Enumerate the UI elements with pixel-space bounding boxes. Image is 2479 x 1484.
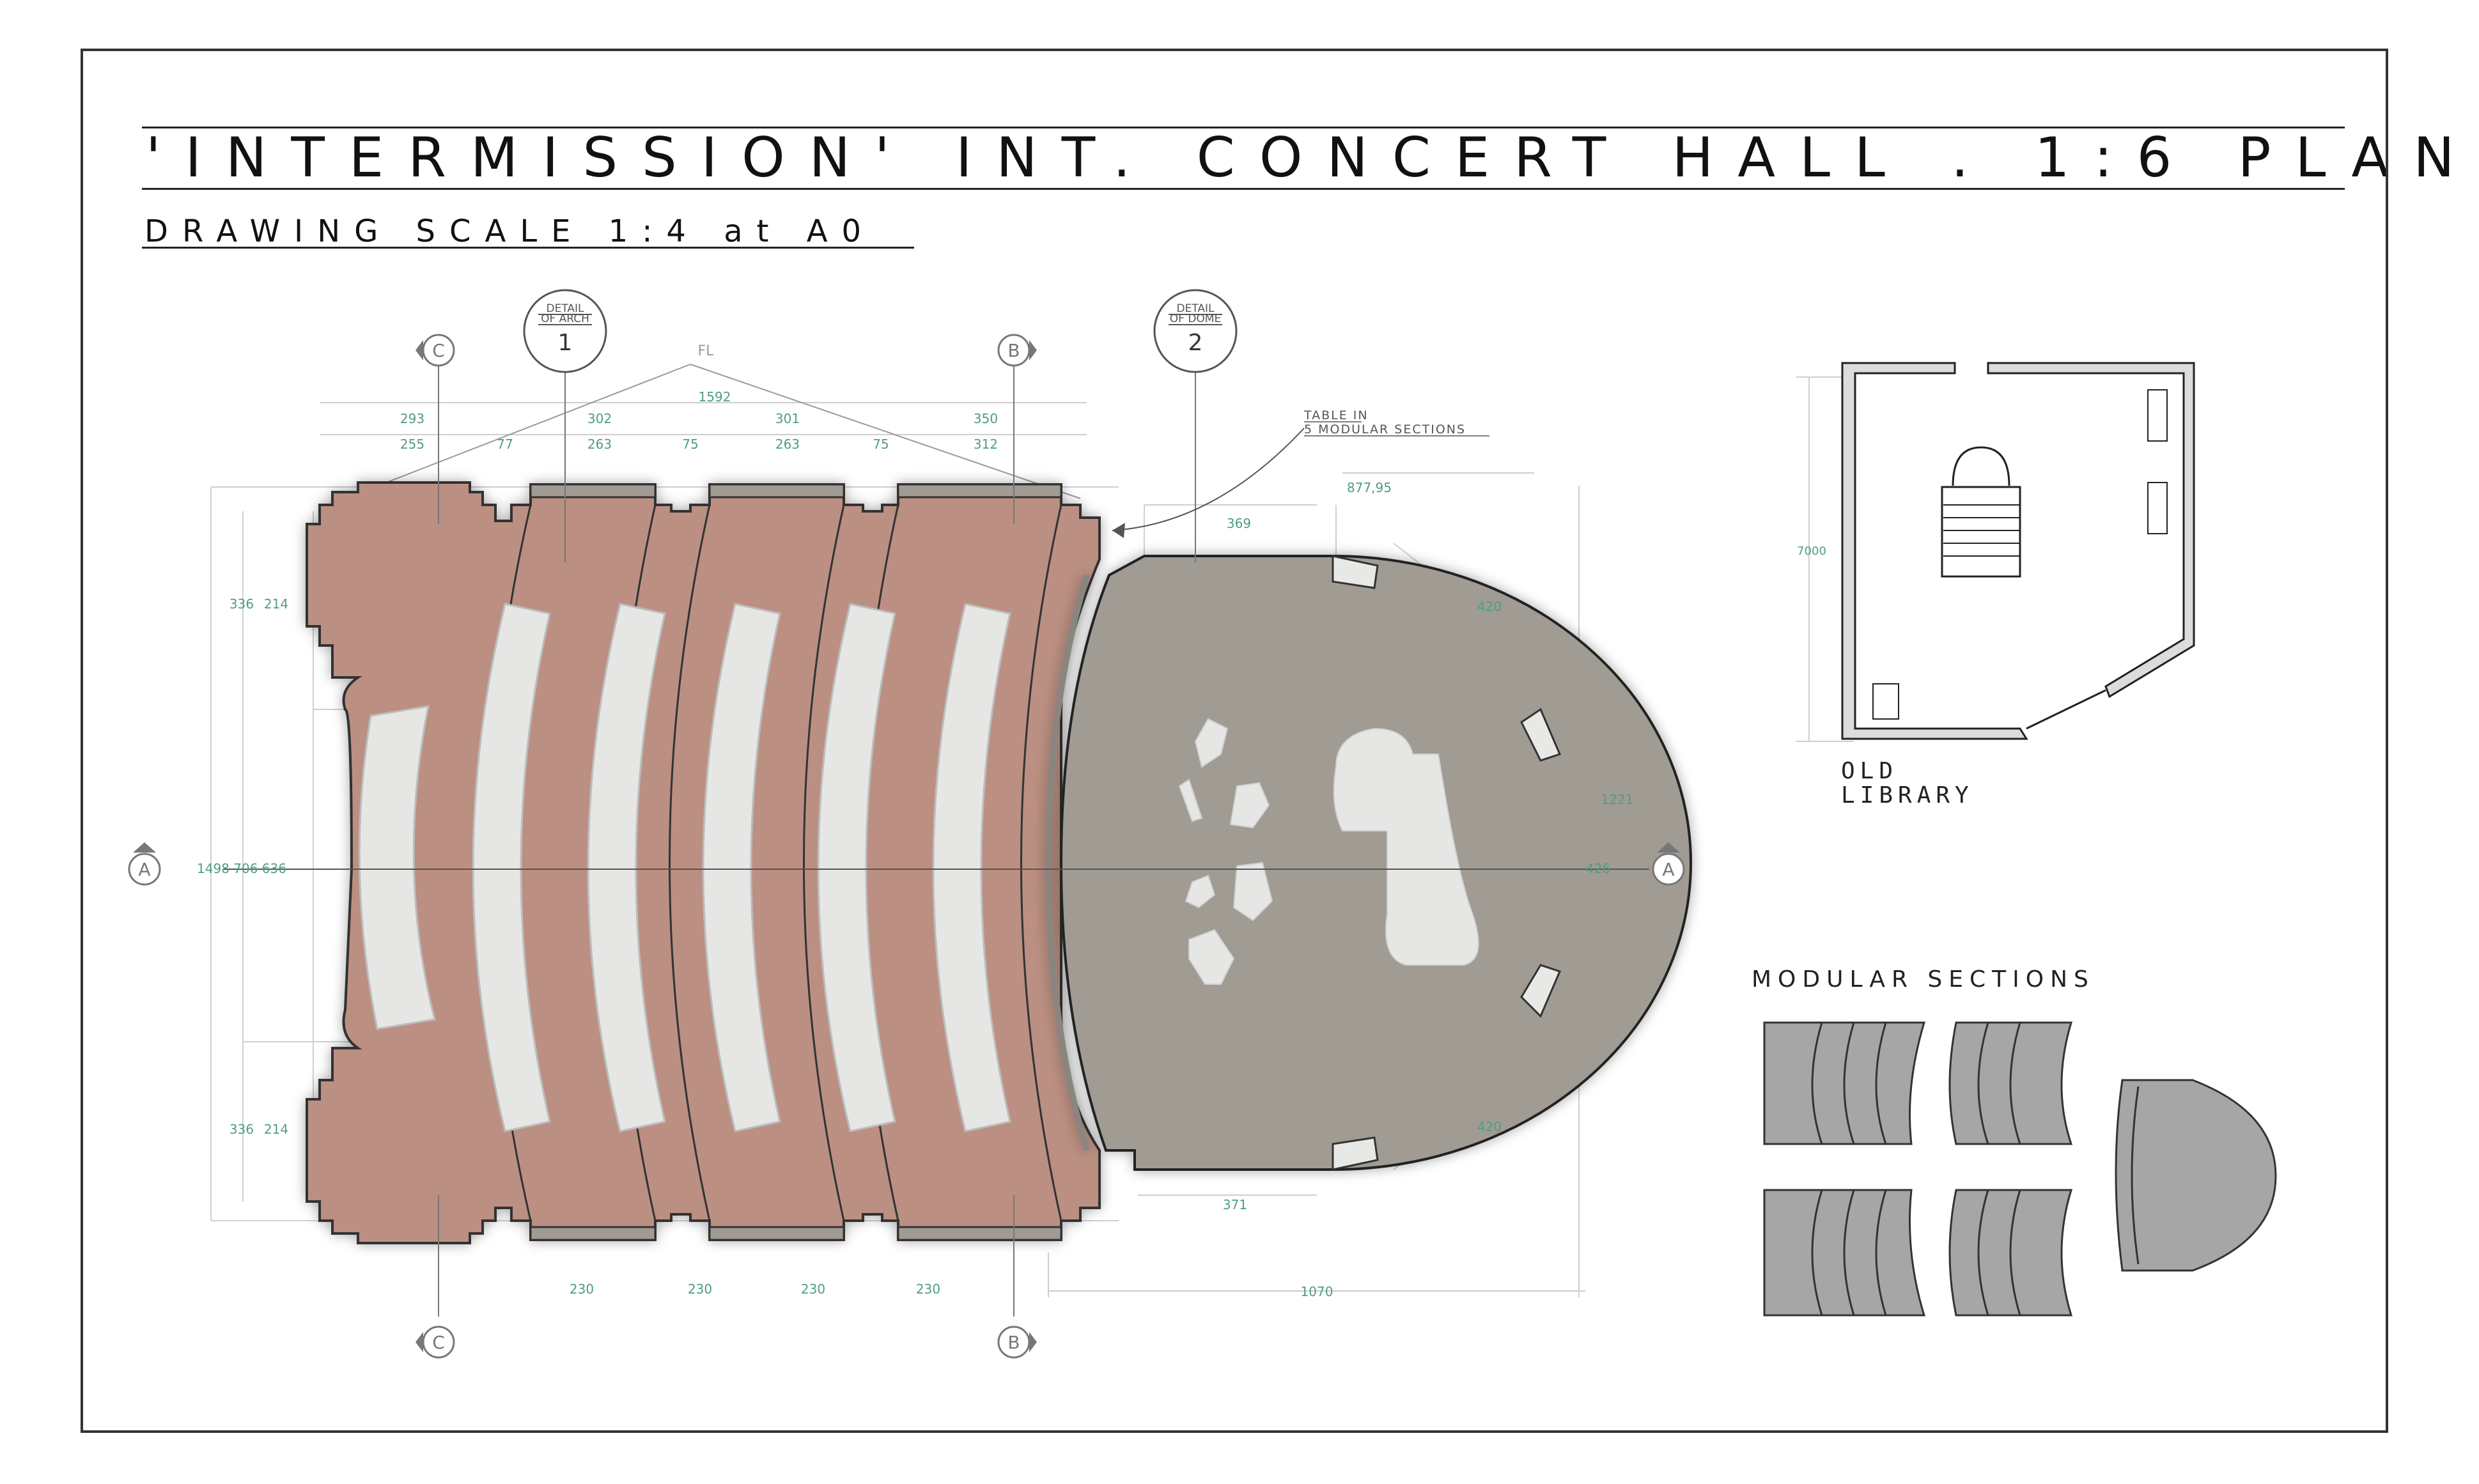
chair-cluster-2 <box>1178 778 1203 823</box>
detail-dome-line2: OF DOME <box>1170 313 1221 325</box>
dim-dome-right-a: 420 <box>1477 599 1502 614</box>
dim-dome-bottom-b: 1070 <box>1301 1284 1333 1299</box>
detail-marker-arch[interactable]: DETAIL OF ARCH 1 <box>523 289 607 373</box>
table-note-line2: 5 MODULAR SECTIONS <box>1304 422 1466 437</box>
dim-bottom-a: 230 <box>570 1281 594 1297</box>
dim-top1-e: 350 <box>974 411 998 426</box>
dim-left-mid: 1498 706 636 <box>197 861 286 876</box>
fl-label: FL <box>698 343 715 359</box>
chair-cluster-6 <box>1188 929 1235 985</box>
stage-furniture <box>1178 718 1479 985</box>
bench-3 <box>587 603 666 1132</box>
table-note-leader <box>1112 428 1305 531</box>
dimension-labels: 293 302 1592 301 350 255 77 263 75 263 7… <box>197 389 1826 1299</box>
dim-bottom-d: 230 <box>916 1281 940 1297</box>
modular-sections <box>1763 1021 2277 1317</box>
section-marker-c-top[interactable]: C <box>416 334 455 367</box>
dim-dome-right-b: 1221 <box>1601 792 1634 807</box>
bench-2 <box>472 603 551 1132</box>
bench-5 <box>817 603 896 1132</box>
old-library-plan <box>1841 362 2195 740</box>
section-marker-b-bottom[interactable]: B <box>997 1326 1037 1359</box>
detail-marker-dome[interactable]: DETAIL OF DOME 2 <box>1153 289 1238 373</box>
drawing-title: 'INTERMISSION' INT. CONCERT HALL . 1:6 P… <box>146 126 2479 190</box>
dim-top2-e: 263 <box>775 437 800 452</box>
dim-top1-a: 293 <box>400 411 424 426</box>
chair-cluster-3 <box>1229 782 1270 829</box>
dim-bottom-b: 230 <box>688 1281 712 1297</box>
dim-top1-b: 302 <box>587 411 612 426</box>
detail-arch-line1: DETAIL <box>546 302 584 315</box>
title-rule-top <box>142 127 2345 128</box>
modular-sections-label: MODULAR SECTIONS <box>1752 966 2095 993</box>
benches <box>358 603 1011 1132</box>
drawing-subtitle: DRAWING SCALE 1:4 at A0 <box>144 213 876 249</box>
section-marker-c-bottom[interactable]: C <box>416 1326 455 1359</box>
dome-niches <box>1332 555 1562 1171</box>
subtitle-rule <box>142 247 914 249</box>
bench-4 <box>702 603 781 1132</box>
modular-section-lines <box>1811 1022 2140 1316</box>
detail-arch-number: 1 <box>558 330 573 356</box>
dim-top2-g: 312 <box>974 437 998 452</box>
wall-niches <box>529 483 1062 1241</box>
dim-left-upper-b: 214 <box>264 596 288 612</box>
stage-floor-shape <box>1059 555 1692 1171</box>
section-c-label-top: C <box>432 340 445 361</box>
bench-6 <box>932 603 1011 1132</box>
chair-cluster-1 <box>1194 718 1229 768</box>
dim-bottom-c: 230 <box>801 1281 825 1297</box>
dim-top2-a: 255 <box>400 437 424 452</box>
bench-1 <box>358 705 436 1030</box>
dim-top2-c: 263 <box>587 437 612 452</box>
section-marker-b-top[interactable]: B <box>997 334 1037 367</box>
old-library-label: OLD LIBRARY <box>1841 758 1974 808</box>
title-rule-bottom <box>142 188 2345 190</box>
detail-arch-line2: OF ARCH <box>541 313 589 325</box>
section-c-label-bottom: C <box>432 1332 445 1353</box>
section-lines <box>438 358 1196 1317</box>
fl-lines <box>345 364 1081 499</box>
section-marker-a-right[interactable]: A <box>1652 842 1685 886</box>
table-note-line1: TABLE IN <box>1303 408 1369 422</box>
dim-dome-right-c: 426 <box>1586 861 1610 876</box>
section-a-label-right: A <box>1662 859 1674 880</box>
dim-dome-top-a: 369 <box>1227 516 1251 531</box>
dim-top2-d: 75 <box>682 437 698 452</box>
section-b-label-top: B <box>1007 340 1020 361</box>
sheet-border <box>81 49 2388 1433</box>
section-a-label-left: A <box>138 859 150 880</box>
chair-cluster-5 <box>1232 862 1273 922</box>
dim-left-lower-b: 214 <box>264 1122 288 1137</box>
dim-left-upper-a: 336 <box>229 596 254 612</box>
section-b-label-bottom: B <box>1007 1332 1020 1353</box>
detail-dome-number: 2 <box>1188 330 1203 356</box>
section-marker-a-left[interactable]: A <box>128 842 161 886</box>
dim-top2-f: 75 <box>873 437 889 452</box>
detail-dome-line1: DETAIL <box>1176 302 1215 315</box>
dim-dome-top-b: 877,95 <box>1347 480 1392 495</box>
chair-cluster-4 <box>1185 874 1216 909</box>
dim-dome-bottom-a: 371 <box>1223 1197 1247 1212</box>
dim-left-lower-a: 336 <box>229 1122 254 1137</box>
dim-library: 7000 <box>1797 545 1826 558</box>
dim-dome-right-d: 420 <box>1477 1119 1502 1134</box>
dim-top1-c: 1592 <box>699 389 731 405</box>
stage-floor <box>1045 555 1692 1171</box>
dim-top2-b: 77 <box>497 437 513 452</box>
module-dome <box>2115 1079 2277 1272</box>
dim-top1-d: 301 <box>775 411 800 426</box>
grand-piano <box>1333 727 1479 966</box>
